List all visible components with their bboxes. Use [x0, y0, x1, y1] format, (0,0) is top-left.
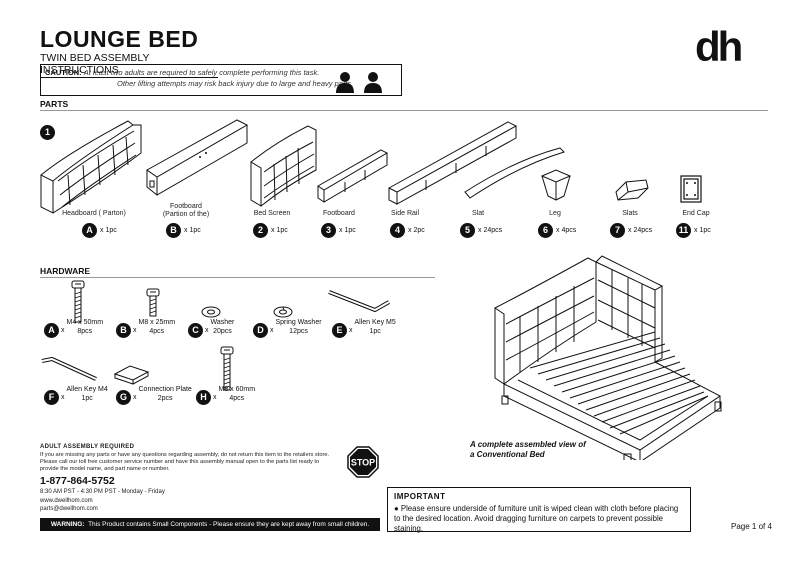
adult-assembly-notice: ADULT ASSEMBLY REQUIRED If you are missi…: [40, 444, 330, 472]
important-box: IMPORTANT ● Please ensure underside of f…: [387, 487, 691, 533]
caution-line1: At least two adults are required to safe…: [83, 68, 320, 77]
assembled-caption: A complete assembled view of a Conventio…: [470, 440, 586, 459]
part-label-slat: Slat: [471, 210, 485, 217]
spring-washer-icon: [273, 306, 293, 318]
page-number: Page 1 of 4: [731, 522, 772, 531]
stop-sign-text: STOP: [351, 458, 375, 468]
support-phone: 1-877-864-5752: [40, 475, 115, 487]
parts-divider: [40, 110, 768, 111]
parts-heading: PARTS: [40, 99, 69, 109]
bolt-m8x60-icon: [220, 346, 234, 391]
part-label-footboard: Footboard: [323, 210, 355, 217]
headboard-illustration: [40, 120, 142, 214]
person-icon: [364, 72, 382, 93]
part-label-slats: Slats: [622, 210, 638, 217]
caution-box: CAUTION: At least two adults are require…: [40, 64, 402, 96]
end-cap-illustration: [680, 175, 702, 203]
part-label-footboard-frame: Footboard (Partion of the): [162, 203, 210, 219]
support-website[interactable]: www.dwellhom.com: [40, 497, 93, 504]
allen-key-m5-icon: [328, 290, 390, 312]
part-label-end-cap: End Cap: [682, 210, 710, 217]
leg-illustration: [540, 169, 572, 201]
caution-label: CAUTION:: [45, 68, 82, 77]
page-subtitle: TWIN BED ASSEMBLY INSTRUCTIONS: [40, 52, 218, 78]
part-label-headboard: Headboard ( Parton): [62, 210, 126, 217]
person-icon: [336, 72, 354, 93]
part-label-leg: Leg: [549, 210, 561, 217]
footboard-illustration: [317, 149, 389, 203]
part-label-bed-screen: Bed Screen: [253, 210, 291, 217]
connection-plate-icon: [113, 365, 150, 385]
bed-screen-illustration: [250, 125, 317, 207]
support-info: 8:30 AM PST - 4:30 PM PST - Monday - Fri…: [40, 488, 165, 514]
page-title: LOUNGE BED: [40, 26, 199, 52]
bolt-m8x25-icon: [146, 288, 160, 317]
support-hours: 8:30 AM PST - 4:30 PM PST - Monday - Fri…: [40, 489, 165, 495]
side-rail-illustration: [387, 121, 518, 205]
hardware-divider: [40, 277, 435, 278]
warning-banner: WARNING: This Product contains Small Com…: [40, 518, 380, 531]
caution-line2: Other lifting attempts may risk back inj…: [117, 79, 354, 88]
support-email[interactable]: parts@dwellhom.com: [40, 506, 98, 513]
step-number: 1: [40, 125, 55, 140]
hardware-heading: HARDWARE: [40, 266, 91, 276]
slat-cap-illustration: [615, 179, 649, 201]
stop-sign-icon: STOP: [347, 446, 379, 478]
bolt-m4x50-icon: [71, 280, 85, 323]
footboard-frame-illustration: [146, 119, 249, 196]
slat-illustration: [464, 147, 565, 199]
part-label-side-rail: Side Rail: [390, 210, 419, 217]
brand-logo: dh: [695, 23, 743, 70]
assembled-bed-illustration: [494, 255, 722, 460]
allen-key-m4-icon: [41, 357, 97, 381]
washer-icon: [201, 306, 221, 318]
